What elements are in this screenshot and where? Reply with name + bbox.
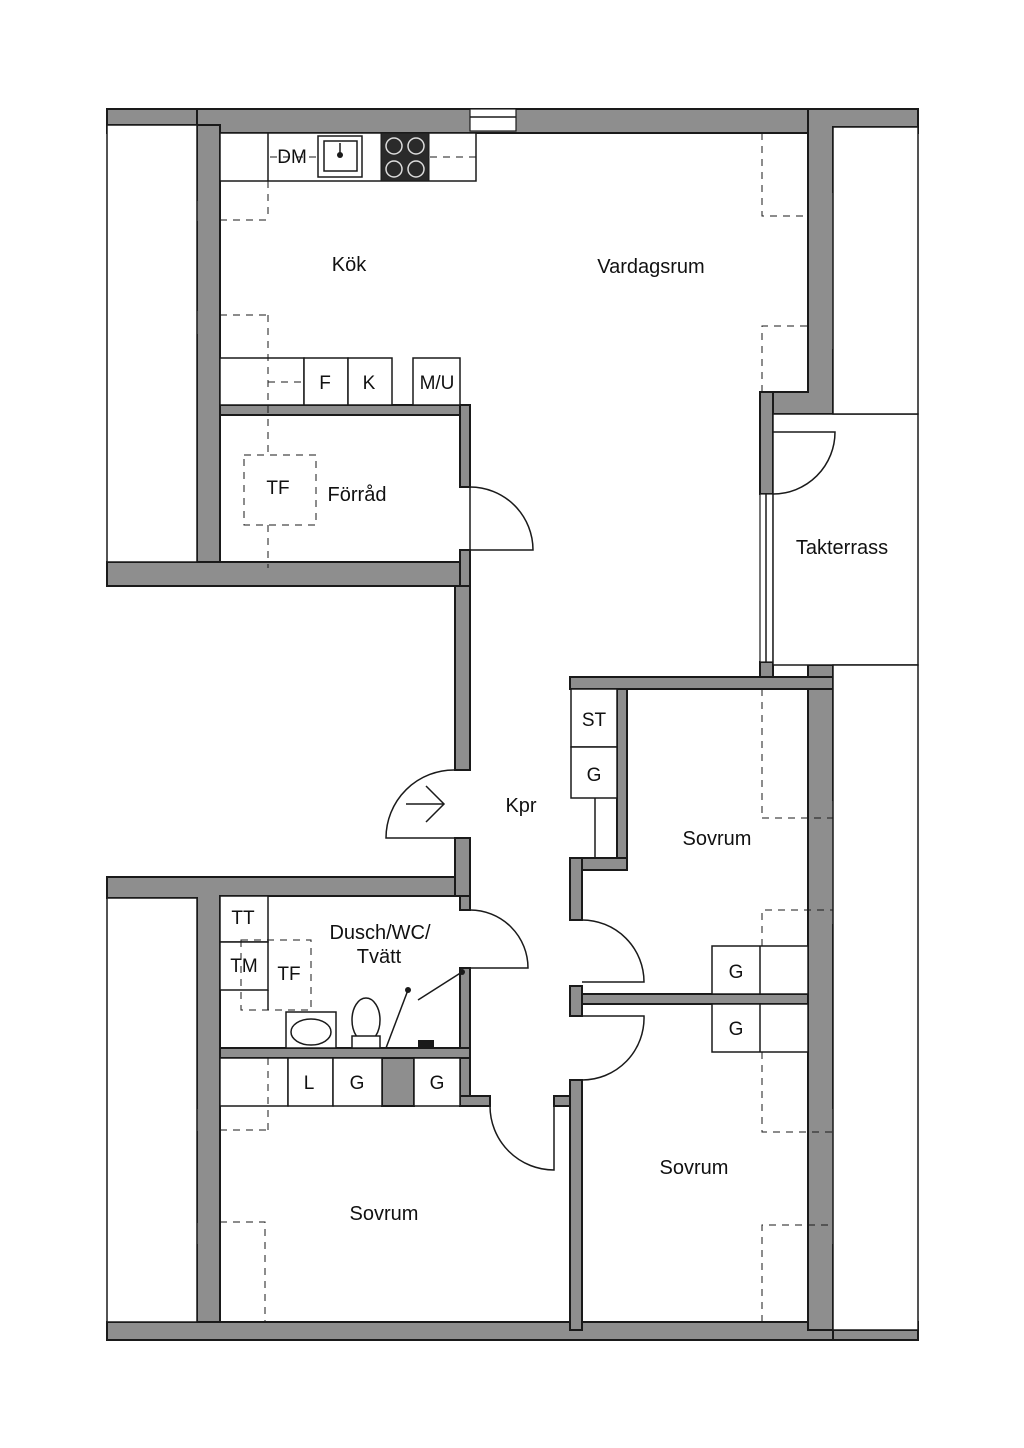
fixture-labels: DM F K M/U TF ST G TT TM TF L G G G G [230,147,743,1094]
stove-icon [380,132,430,182]
room-label-kpr: Kpr [505,795,536,817]
room-labels: Kök Vardagsrum Förråd Takterrass Kpr Sov… [328,254,889,1225]
bedroom-right-fixtures [581,1003,833,1322]
room-label-sovrum-bottom-left: Sovrum [350,1203,419,1225]
fixture-label-k: K [363,373,376,394]
fixture-label-tm: TM [230,956,257,977]
fixture-label-g-hall: G [587,765,602,786]
room-label-dusch-line2: Tvätt [357,946,402,968]
bedroom-left-fixtures [219,1057,555,1322]
bedroom-mid-fixtures [581,689,833,995]
kitchen-lower-cabinets [219,314,461,455]
room-label-kok: Kök [332,254,367,276]
terrace [106,124,919,1331]
bathroom-fixtures [219,895,529,1049]
fixture-label-g-bottom1: G [350,1073,365,1094]
room-label-dusch-line1: Dusch/WC/ [329,922,431,944]
room-label-forrad: Förråd [328,484,387,506]
hall-fixtures [385,688,618,858]
fixture-label-mu: M/U [420,373,455,394]
fixture-label-tt: TT [231,908,255,929]
room-label-sovrum-mid: Sovrum [683,828,752,850]
fixture-label-f: F [319,373,331,394]
room-label-sovrum-bottom-right: Sovrum [660,1157,729,1179]
fixture-label-g-mid1: G [729,962,744,983]
living-dashes [761,133,836,495]
window-top [469,108,517,132]
fixture-label-tf-bath: TF [277,964,300,985]
fixture-label-l: L [304,1073,315,1094]
room-label-vardagsrum: Vardagsrum [597,256,704,278]
fixture-label-g-mid2: G [729,1019,744,1040]
fixture-label-g-bottom2: G [430,1073,445,1094]
fixture-label-st: ST [582,710,607,731]
interior-walls [219,391,834,1331]
kitchen-counter [219,132,477,221]
forrad-fixtures [243,454,534,568]
room-label-takterrass: Takterrass [796,537,888,559]
fixture-label-dm: DM [277,147,307,168]
fixture-label-tf-forrad: TF [266,478,289,499]
